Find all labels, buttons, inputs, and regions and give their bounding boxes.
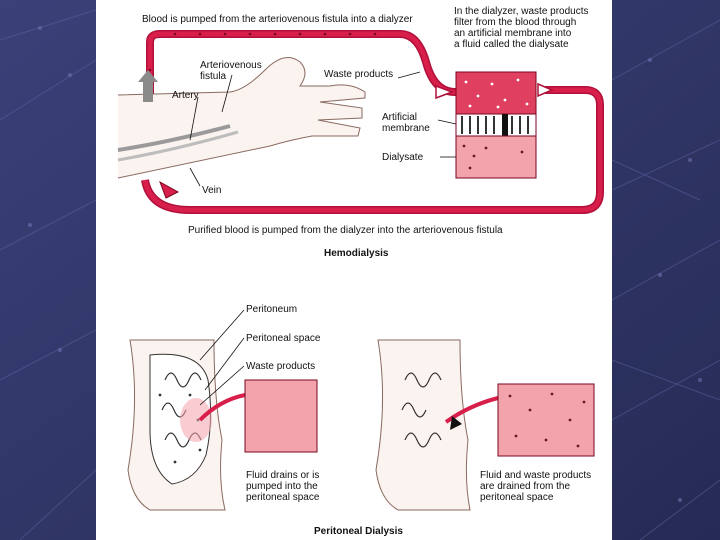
caption-line: Fluid and waste products bbox=[480, 470, 591, 481]
dialyzer-caption-line: In the dialyzer, waste products bbox=[454, 6, 589, 17]
label-line: Artificial bbox=[382, 112, 430, 123]
dialyzer-caption: In the dialyzer, waste products filter f… bbox=[454, 6, 589, 50]
dialyzer-caption-line: filter from the blood through bbox=[454, 17, 589, 28]
label-peritoneum: Peritoneum bbox=[246, 304, 297, 315]
caption-line: Fluid drains or is bbox=[246, 470, 319, 481]
label-waste-products: Waste products bbox=[324, 69, 393, 80]
label-waste-products-peritoneal: Waste products bbox=[246, 361, 315, 372]
label-dialysate: Dialysate bbox=[382, 152, 423, 163]
dialyzer-caption-line: a fluid called the dialysate bbox=[454, 39, 589, 50]
dialyzer-caption-line: an artificial membrane into bbox=[454, 28, 589, 39]
caption-line: peritoneal space bbox=[480, 492, 591, 503]
left-caption: Fluid drains or is pumped into the perit… bbox=[246, 470, 319, 503]
caption-line: peritoneal space bbox=[246, 492, 319, 503]
hemo-bottom-caption: Purified blood is pumped from the dialyz… bbox=[188, 225, 503, 236]
label-peritoneal-space: Peritoneal space bbox=[246, 333, 321, 344]
label-vein: Vein bbox=[202, 185, 221, 196]
right-caption: Fluid and waste products are drained fro… bbox=[480, 470, 591, 503]
peritoneal-dialysis-title: Peritoneal Dialysis bbox=[314, 526, 403, 537]
hemodialysis-title: Hemodialysis bbox=[324, 248, 388, 259]
label-line: Arteriovenous bbox=[200, 60, 262, 71]
hemo-top-caption: Blood is pumped from the arteriovenous f… bbox=[142, 14, 413, 25]
right-fluid-bag bbox=[498, 384, 594, 456]
left-fluid-bag bbox=[245, 380, 317, 452]
label-arteriovenous-fistula: Arteriovenous fistula bbox=[200, 60, 262, 82]
caption-line: are drained from the bbox=[480, 481, 591, 492]
caption-line: pumped into the bbox=[246, 481, 319, 492]
label-artery: Artery bbox=[172, 90, 199, 101]
label-artificial-membrane: Artificial membrane bbox=[382, 112, 430, 134]
label-line: membrane bbox=[382, 123, 430, 134]
label-line: fistula bbox=[200, 71, 262, 82]
left-fluid-glow bbox=[180, 398, 212, 442]
